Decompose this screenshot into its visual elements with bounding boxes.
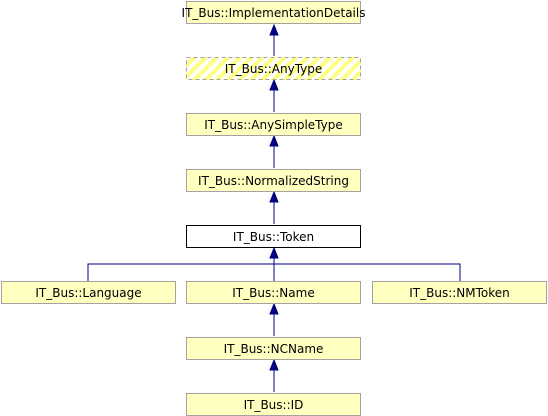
node-nmtoken[interactable]: IT_Bus::NMToken	[372, 281, 547, 304]
node-language[interactable]: IT_Bus::Language	[1, 281, 176, 304]
edges	[87, 23, 461, 392]
node-token-label: IT_Bus::Token	[233, 230, 314, 244]
node-id[interactable]: IT_Bus::ID	[186, 393, 361, 416]
node-implementation-details-label: IT_Bus::ImplementationDetails	[182, 6, 366, 20]
arrowhead-normalizedstring	[269, 190, 279, 203]
edge-language-to-token	[87, 263, 274, 281]
node-ncname[interactable]: IT_Bus::NCName	[186, 337, 361, 360]
arrowhead-ncname	[269, 358, 279, 371]
node-language-label: IT_Bus::Language	[35, 286, 141, 300]
node-name[interactable]: IT_Bus::Name	[186, 281, 361, 304]
node-any-simple-type-label: IT_Bus::AnySimpleType	[204, 118, 343, 132]
arrowhead-name	[269, 302, 279, 315]
node-any-simple-type[interactable]: IT_Bus::AnySimpleType	[186, 113, 361, 136]
node-normalized-string-label: IT_Bus::NormalizedString	[198, 174, 349, 188]
arrowhead-anysimpletype	[269, 134, 279, 147]
arrowhead-token	[269, 246, 279, 259]
node-nmtoken-label: IT_Bus::NMToken	[409, 286, 510, 300]
arrowhead-implementationdetails	[269, 23, 279, 36]
node-ncname-label: IT_Bus::NCName	[224, 342, 324, 356]
node-any-type-label: IT_Bus::AnyType	[225, 62, 323, 76]
node-normalized-string[interactable]: IT_Bus::NormalizedString	[186, 169, 361, 192]
node-id-label: IT_Bus::ID	[244, 398, 304, 412]
node-any-type[interactable]: IT_Bus::AnyType	[186, 57, 361, 80]
node-implementation-details[interactable]: IT_Bus::ImplementationDetails	[182, 1, 366, 24]
node-token: IT_Bus::Token	[186, 225, 361, 248]
edge-nmtoken-to-token	[274, 263, 461, 281]
arrowhead-anytype	[269, 78, 279, 91]
node-name-label: IT_Bus::Name	[232, 286, 314, 300]
